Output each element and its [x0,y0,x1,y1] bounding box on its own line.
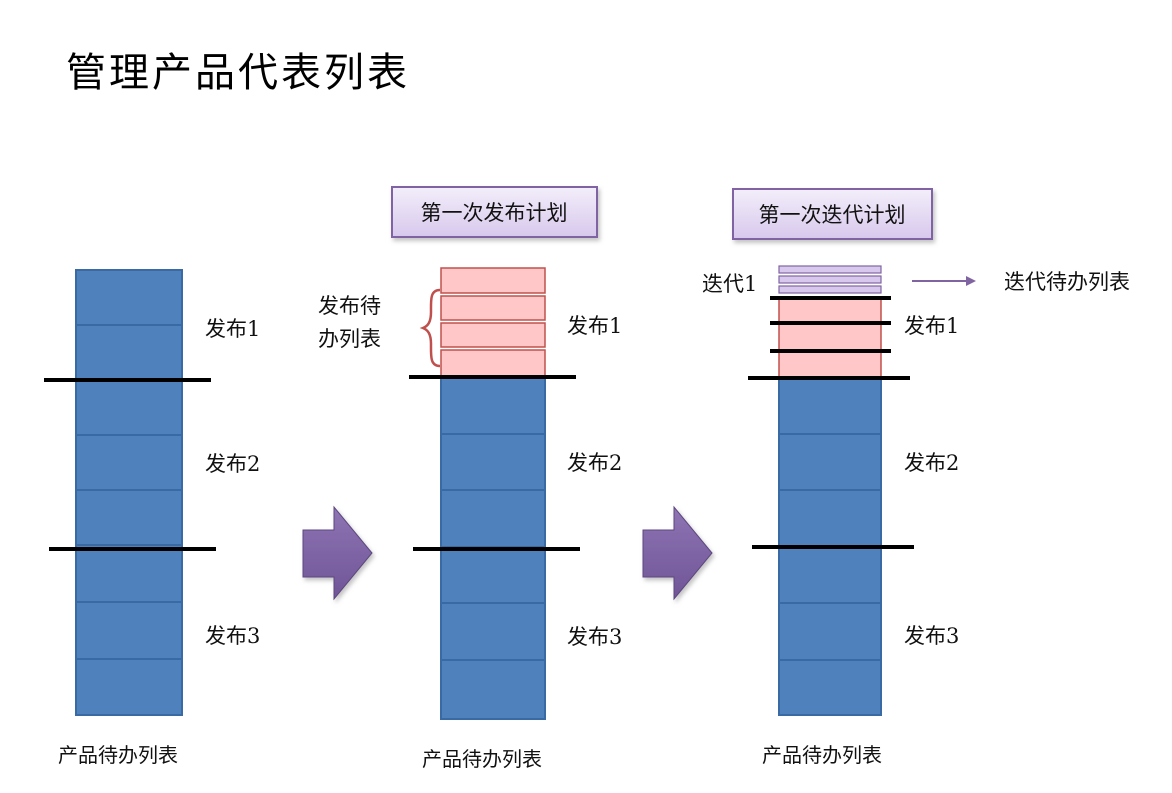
backlog-item [778,546,882,604]
backlog-item [75,269,183,326]
right-arrow-icon [642,505,713,601]
iteration-backlog-label: 迭代待办列表 [1004,270,1130,294]
release-label: 发布1 [567,314,622,338]
iteration-backlog-item [778,275,882,284]
iteration-label: 迭代1 [702,272,757,296]
release-label: 发布2 [904,451,959,475]
backlog-item [440,489,546,548]
panel-2-release-plan: 第一次发布计划 发布待 办列表 发布1 发布2 发布3 产品待办列表 [318,186,622,771]
backlog-item [778,433,882,491]
release-label: 发布1 [205,317,260,341]
backlog-item [75,544,183,603]
release-backlog-item [440,322,546,348]
release-label: 发布2 [205,452,260,476]
backlog-item [778,659,882,716]
release-label: 发布3 [567,625,622,649]
backlog-caption: 产品待办列表 [422,747,542,771]
brace-icon [419,288,441,368]
backlog-item [440,546,546,604]
backlog-caption: 产品待办列表 [762,743,882,767]
backlog-item [75,601,183,660]
backlog-item [75,379,183,436]
backlog-item [440,433,546,491]
release-label: 发布2 [567,451,622,475]
backlog-item [778,602,882,661]
release-backlog-item [440,267,546,294]
backlog-caption: 产品待办列表 [58,743,178,767]
release-backlog-item [440,349,546,378]
release-label: 发布1 [904,314,959,338]
backlog-item [75,324,183,381]
release-label: 发布3 [904,624,959,648]
iteration-backlog-item [778,265,882,274]
backlog-item [440,602,546,661]
iteration-plan-label: 第一次迭代计划 [759,203,906,227]
release-plan-box [391,186,598,238]
backlog-item [778,489,882,548]
panel-3-iteration-plan: 第一次迭代计划 迭代1 迭代待办列表 发布1 发布2 发布3 产品待办列表 [702,188,1130,767]
release-backlog-item [440,295,546,321]
release-backlog-label: 办列表 [318,327,381,351]
iteration-backlog-item [778,285,882,294]
release-backlog-item [778,322,882,352]
release-backlog-label: 发布待 [318,294,381,318]
backlog-item [75,658,183,716]
backlog-item [440,377,546,435]
panel-1-backlog: 发布1 发布2 发布3 产品待办列表 [44,269,260,767]
backlog-item [440,659,546,720]
backlog-item [75,434,183,491]
release-plan-label: 第一次发布计划 [421,201,568,225]
backlog-item [75,489,183,546]
release-backlog-item [778,350,882,379]
arrow-head-icon [966,276,976,286]
iteration-plan-box [732,188,933,240]
right-arrow-icon [302,505,373,601]
backlog-item [778,377,882,435]
release-backlog-item [778,297,882,324]
release-label: 发布3 [205,624,260,648]
page-title: 管理产品代表列表 [66,50,410,96]
